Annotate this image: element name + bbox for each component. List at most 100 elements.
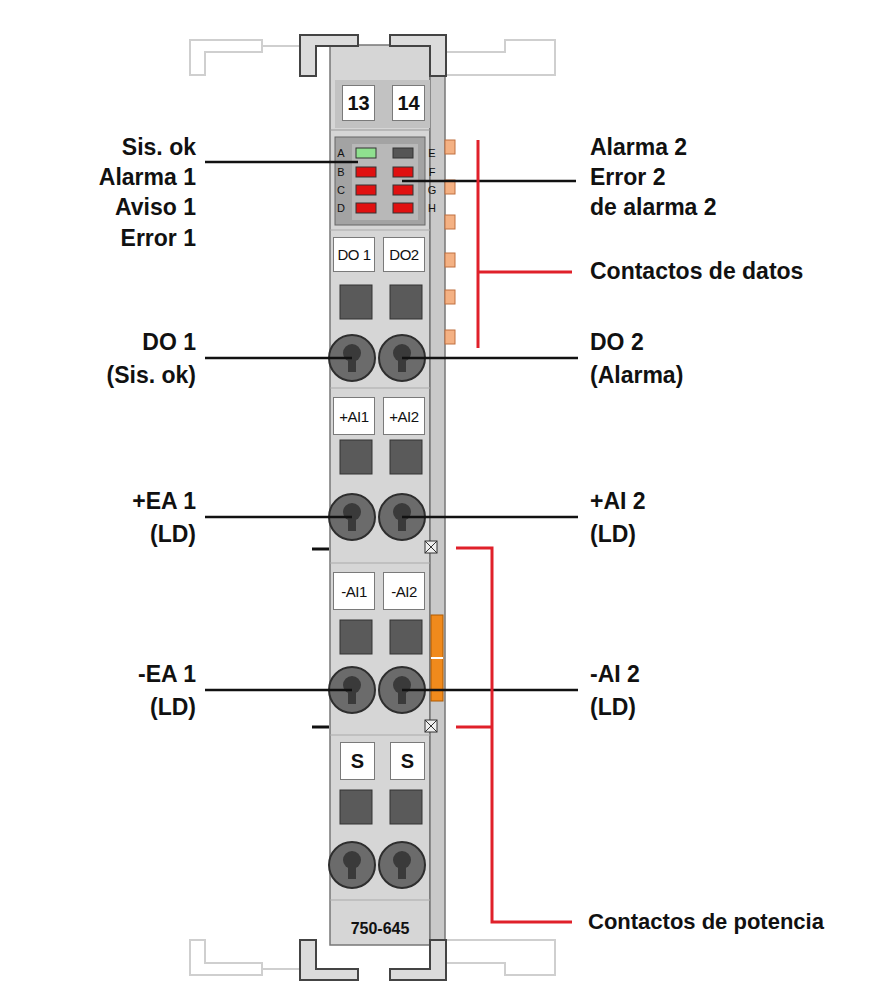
illustration-part xyxy=(190,940,262,975)
terminal-marker: DO2 xyxy=(389,247,418,262)
illustration-part xyxy=(330,900,430,901)
illustration-part xyxy=(425,541,437,553)
illustration-part xyxy=(390,440,422,474)
callout-label: (LD) xyxy=(150,522,196,547)
din-clip xyxy=(300,35,446,980)
callout-label: Error 2 xyxy=(590,165,665,190)
led-letter: D xyxy=(337,202,345,214)
led-letter: H xyxy=(428,202,436,214)
illustration-part xyxy=(335,80,430,128)
bracket xyxy=(456,140,572,922)
marker-box: 13 xyxy=(342,85,375,121)
terminal-marker: 14 xyxy=(397,93,419,113)
callout-label: Alarma 1 xyxy=(99,165,196,190)
callout-label: DO 2 xyxy=(590,330,644,355)
illustration-part xyxy=(390,940,446,980)
illustration-part xyxy=(190,40,262,75)
illustration-part xyxy=(390,790,422,824)
callout-label: Contactos de potencia xyxy=(588,910,824,934)
illustration-part xyxy=(440,40,555,75)
illustration-part xyxy=(330,388,430,389)
illustration-part xyxy=(431,657,443,659)
callout-label: -EA 1 xyxy=(138,662,196,687)
illustration-part xyxy=(348,861,356,879)
terminal-marker: DO 1 xyxy=(337,247,370,262)
terminal-marker: +AI1 xyxy=(339,409,368,424)
illustration-part xyxy=(348,686,356,704)
illustration-part xyxy=(402,516,578,519)
illustration-part xyxy=(330,563,430,564)
illustration-part xyxy=(330,130,430,131)
data-contact xyxy=(445,140,455,344)
illustration-part xyxy=(300,940,358,980)
callout-label: Alarma 2 xyxy=(590,135,687,160)
illustration-part xyxy=(312,548,329,551)
illustration-part xyxy=(330,735,430,736)
illustration-part xyxy=(356,167,376,177)
illustration-part xyxy=(356,185,376,195)
illustration-part xyxy=(205,161,358,164)
marker-box: DO 1 xyxy=(333,237,375,272)
marker-box: -AI2 xyxy=(383,572,425,610)
illustration-part xyxy=(329,842,375,888)
illustration-part xyxy=(262,45,300,47)
illustration-part xyxy=(356,203,376,213)
callout-label: (Sis. ok) xyxy=(107,363,196,388)
illustration-part xyxy=(478,271,572,274)
illustration-part xyxy=(348,513,356,531)
illustration-part xyxy=(398,354,406,372)
callout-label: +AI 2 xyxy=(590,489,646,514)
illustration-part xyxy=(445,330,455,344)
callout-label: (Alarma) xyxy=(590,363,683,388)
illustration-part xyxy=(440,940,555,975)
illustration-part xyxy=(329,842,375,888)
illustration-part xyxy=(402,357,578,360)
illustration-part xyxy=(393,185,413,195)
illustration-part xyxy=(431,615,443,701)
illustration-part xyxy=(312,726,329,729)
illustration-part xyxy=(425,720,437,732)
illustration-part xyxy=(390,35,446,76)
marker-box: +AI1 xyxy=(333,397,375,435)
illustration-part xyxy=(477,140,480,348)
led-letter: A xyxy=(337,147,344,159)
led-letter: C xyxy=(337,184,345,196)
illustration-part xyxy=(398,513,406,531)
marker-box: DO2 xyxy=(383,237,425,272)
led-letter: E xyxy=(428,147,435,159)
illustration-part xyxy=(340,285,372,319)
terminal-marker: -AI1 xyxy=(341,584,367,599)
led-letter: F xyxy=(429,166,436,178)
illustration-part xyxy=(262,968,300,970)
leader-line xyxy=(205,162,578,690)
illustration-part xyxy=(425,541,437,553)
callout-label: de alarma 2 xyxy=(590,195,717,220)
callout-label: (LD) xyxy=(590,522,636,547)
part-number: 750-645 xyxy=(351,921,410,937)
illustration-part xyxy=(348,354,356,372)
led-letter: G xyxy=(428,184,437,196)
illustration-part xyxy=(393,167,413,177)
illustration-part xyxy=(205,357,352,360)
terminal-marker: S xyxy=(401,751,414,771)
led-letter: B xyxy=(337,166,344,178)
illustration-part xyxy=(393,203,413,213)
callout-label: DO 1 xyxy=(142,330,196,355)
illustration-part xyxy=(393,148,413,158)
module-housing: 750-6451314DO 1DO2+AI1+AI2-AI1-AI2SS xyxy=(330,40,430,985)
illustration-part xyxy=(445,140,455,154)
illustration-part xyxy=(390,285,422,319)
terminal-marker: +AI2 xyxy=(389,409,418,424)
marker-box: 14 xyxy=(392,85,425,121)
marker-box: +AI2 xyxy=(383,397,425,435)
illustration-part xyxy=(398,861,406,879)
illustration-part xyxy=(445,290,455,304)
illustration-part xyxy=(379,842,425,888)
callout-label: Contactos de datos xyxy=(590,259,803,284)
callout-label: Sis. ok xyxy=(122,135,196,160)
power-jumper xyxy=(312,541,443,732)
illustration-part xyxy=(205,689,352,692)
illustration-part xyxy=(379,842,425,888)
illustration-part xyxy=(425,720,437,732)
illustration-part xyxy=(205,516,352,519)
